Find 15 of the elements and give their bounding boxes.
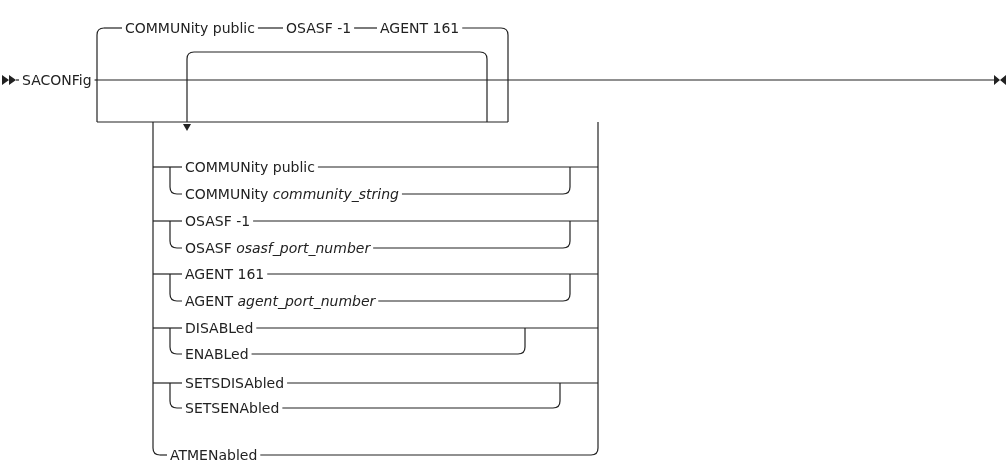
syntax-keyword: OSASF -1 bbox=[185, 213, 251, 229]
syntax-keyword: SACONFig bbox=[22, 72, 92, 88]
syntax-keyword: SETSDISAbled bbox=[185, 375, 285, 391]
syntax-keyword: ENABLed bbox=[185, 346, 249, 362]
syntax-keyword: COMMUNity public bbox=[185, 159, 315, 175]
syntax-keyword: OSASF osasf_port_number bbox=[185, 240, 371, 256]
syntax-keyword: AGENT 161 bbox=[380, 20, 460, 36]
syntax-keyword: AGENT 161 bbox=[185, 266, 265, 282]
syntax-keyword: SETSENAbled bbox=[185, 400, 280, 416]
syntax-keyword: COMMUNity public bbox=[125, 20, 255, 36]
syntax-keyword: AGENT agent_port_number bbox=[185, 293, 376, 309]
syntax-keyword: OSASF -1 bbox=[286, 20, 352, 36]
syntax-keyword: COMMUNity community_string bbox=[185, 186, 399, 202]
syntax-keyword: ATMENabled bbox=[170, 447, 258, 463]
syntax-keyword: DISABLed bbox=[185, 320, 254, 336]
